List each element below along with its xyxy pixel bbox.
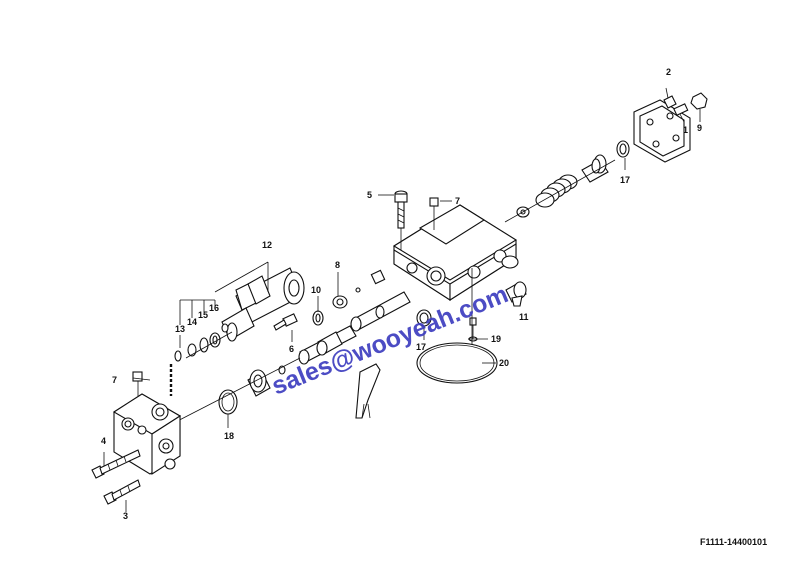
seals-13-16: [174, 332, 221, 362]
callout-5: 5: [367, 190, 372, 200]
bolt-3: [103, 479, 141, 512]
bolt-2: [663, 87, 677, 109]
callout-16: 16: [209, 303, 219, 313]
o-ring-20: [416, 342, 498, 384]
nut-9: [690, 92, 708, 122]
bolt-1: [673, 103, 689, 116]
callout-11: 11: [519, 312, 529, 322]
callout-17b: 17: [416, 342, 426, 352]
bolt-5: [394, 190, 408, 250]
callout-7a: 7: [455, 196, 460, 206]
seal-ring-17b: [416, 309, 432, 340]
callout-18: 18: [224, 431, 234, 441]
callout-8: 8: [335, 260, 340, 270]
callout-7b: 7: [112, 375, 117, 385]
plug-7b: [132, 371, 143, 396]
callout-bracket: [179, 261, 269, 348]
callout-9: 9: [697, 123, 702, 133]
seal-cap: [247, 365, 286, 397]
lever: [355, 363, 381, 419]
reference-code: F1111-14400101: [700, 537, 767, 547]
bolt-6: [273, 313, 298, 342]
spool-parts-8: [332, 269, 386, 309]
callout-4: 4: [101, 436, 106, 446]
callout-3: 3: [123, 511, 128, 521]
cover-plate: [633, 99, 691, 163]
callout-6: 6: [289, 344, 294, 354]
callout-1: 1: [683, 125, 688, 135]
seal-ring-17a: [616, 140, 630, 170]
bolt-4: [91, 449, 141, 479]
callout-2: 2: [666, 67, 671, 77]
spring: [535, 174, 578, 208]
callout-13: 13: [175, 324, 185, 334]
spring-plunger: [581, 154, 609, 183]
callout-20: 20: [499, 358, 509, 368]
callout-15: 15: [198, 310, 208, 320]
o-ring-18: [218, 389, 238, 428]
callout-12: 12: [262, 240, 272, 250]
callout-14: 14: [187, 317, 197, 327]
ring-10: [312, 296, 324, 326]
plug-7a: [429, 197, 439, 230]
valve-body: [392, 204, 519, 302]
plug-11: [505, 281, 527, 307]
spool-end: [316, 331, 343, 356]
callout-10: 10: [311, 285, 321, 295]
callout-19: 19: [491, 334, 501, 344]
callout-17a: 17: [620, 175, 630, 185]
